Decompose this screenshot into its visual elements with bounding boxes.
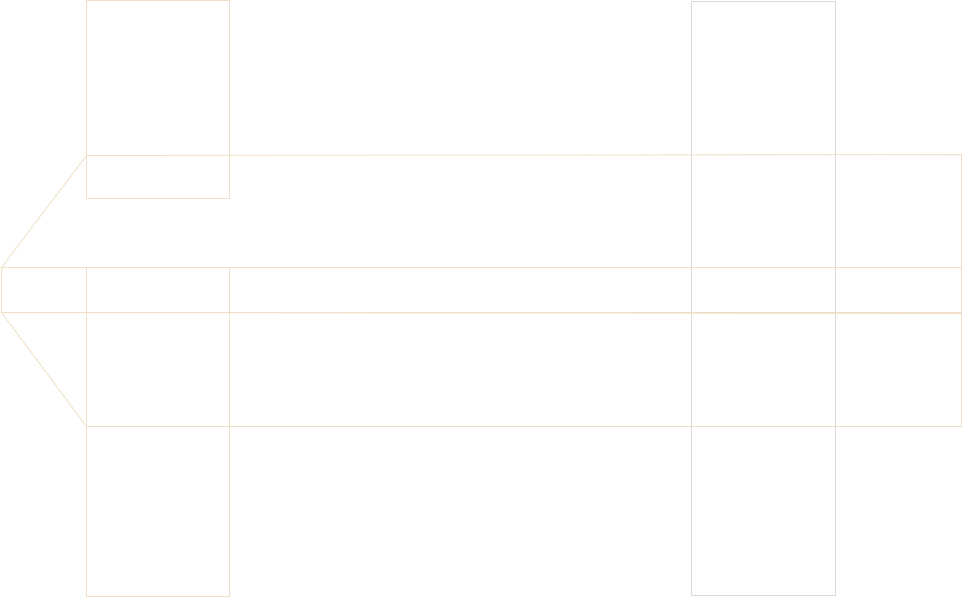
left-top-panel [86,0,230,199]
right-tall-panel [691,1,836,596]
lower-arrow-band [0,311,962,427]
upper-arrow-band [0,153,962,268]
left-bottom-panel [86,267,230,597]
middle-strip [1,267,962,313]
